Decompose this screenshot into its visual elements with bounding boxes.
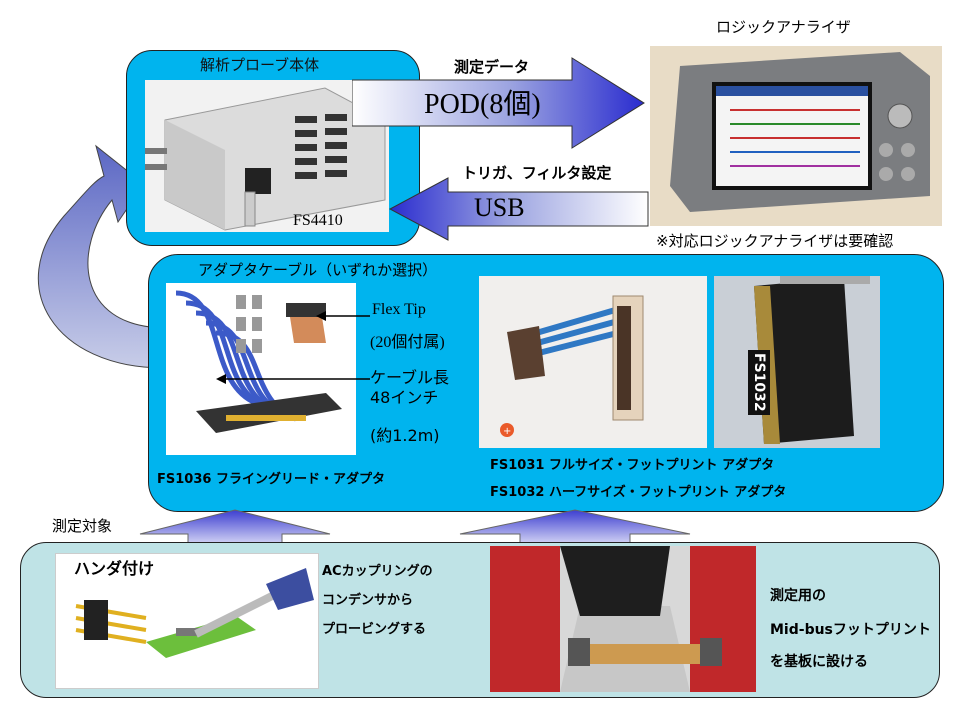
analyzer-title: ロジックアナライザ xyxy=(716,18,851,36)
pod-count-text: POD(8個) xyxy=(424,89,541,120)
measurement-data-label: 測定データ xyxy=(454,58,530,76)
control-settings-arrow xyxy=(388,177,649,241)
mid-bus-line-2: Mid-busフットプリント xyxy=(770,622,931,638)
full-size-adapter-photo: + xyxy=(479,276,707,448)
usb-text: USB xyxy=(474,193,525,222)
fs1036-caption: FS1036 フライングリード・アダプタ xyxy=(157,472,385,487)
cable-length-meter-label: (約1.2m) xyxy=(370,426,440,445)
analyzer-note: ※対応ロジックアナライザは要確認 xyxy=(656,232,894,250)
cable-length-label: ケーブル長 xyxy=(370,368,450,387)
feedback-curved-arrow xyxy=(37,144,165,369)
cable-length-pointer xyxy=(216,374,370,384)
fs1031-caption: FS1031 フルサイズ・フットプリント アダプタ xyxy=(490,458,775,473)
fs1032-caption: FS1032 ハーフサイズ・フットプリント アダプタ xyxy=(490,485,787,500)
svg-text:+: + xyxy=(503,426,511,437)
ac-coupling-line-1: ACカップリングの xyxy=(322,564,433,579)
half-size-adapter-photo xyxy=(714,276,880,448)
solder-label: ハンダ付け xyxy=(74,559,155,578)
cable-length-inch-label: 48インチ xyxy=(370,388,439,407)
control-settings-label: トリガ、フィルタ設定 xyxy=(462,164,612,182)
half-size-adapter-tag: FS1032 xyxy=(748,350,770,415)
mid-bus-line-1: 測定用の xyxy=(770,588,826,604)
measurement-data-arrow xyxy=(352,57,645,149)
soldering-photo xyxy=(55,553,319,689)
mid-bus-footprint-photo xyxy=(490,546,756,692)
probe-body-photo xyxy=(145,80,389,232)
probe-model-label: FS4410 xyxy=(293,212,343,229)
flex-tip-pointer xyxy=(316,311,370,321)
mid-bus-line-3: を基板に設ける xyxy=(770,654,868,670)
probe-body-title: 解析プローブ本体 xyxy=(200,56,320,74)
flex-tip-label: Flex Tip xyxy=(372,301,426,318)
analyzer-photo xyxy=(650,46,942,226)
adapter-panel-title: アダプタケーブル（いずれか選択） xyxy=(198,261,438,279)
ac-coupling-line-3: プロービングする xyxy=(322,622,427,637)
target-title: 測定対象 xyxy=(52,517,113,535)
ac-coupling-line-2: コンデンサから xyxy=(322,593,414,608)
flying-lead-adapter-photo xyxy=(166,283,356,455)
flex-tip-count-label: (20個付属) xyxy=(370,334,445,351)
